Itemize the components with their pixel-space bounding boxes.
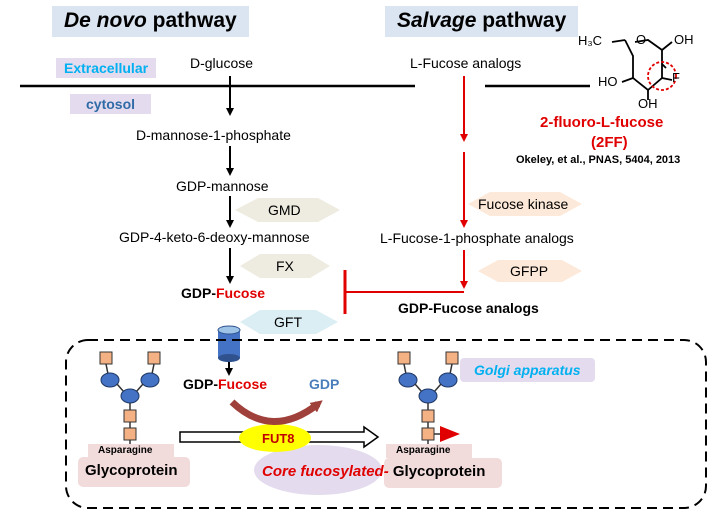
- d-glucose-label: D-glucose: [190, 55, 254, 71]
- salvage-header: Salvage pathway: [385, 6, 579, 37]
- 2ff-name: 2-fluoro-L-fucose: [540, 114, 664, 131]
- gdp-fucose-golgi-label: GDP-Fucose: [183, 376, 268, 392]
- glycoprotein-left-box: [78, 457, 190, 487]
- asparagine-right-bg: [386, 444, 472, 458]
- gmd-shape: [235, 198, 340, 222]
- cytosol-label: cytosol: [70, 94, 152, 114]
- glycoprotein-left-label: Glycoprotein: [85, 462, 178, 479]
- 2ff-abbr: (2FF): [591, 134, 628, 151]
- 2ff-structure: [611, 39, 673, 100]
- gdp-keto-label: GDP-4-keto-6-deoxy-mannose: [119, 229, 310, 245]
- gdp-label: GDP: [309, 376, 340, 392]
- citation: Okeley, et al., PNAS, 5404, 2013: [516, 154, 681, 166]
- core-fucosylated-glycoprotein-label: Core fucosylated- Glycoprotein: [262, 463, 486, 480]
- glycan-right: [397, 351, 460, 445]
- glycoprotein-right-box: [384, 458, 502, 488]
- fx-label: FX: [276, 258, 294, 274]
- gfpp-label: GFPP: [510, 263, 549, 279]
- 2ff-o: O: [636, 32, 647, 47]
- transfer-arc: [229, 399, 323, 425]
- golgi-label: Golgi apparatus: [460, 358, 595, 382]
- 2ff-h3c: H₃C: [578, 33, 603, 48]
- gfpp-shape: [478, 260, 582, 282]
- gmd-label: GMD: [268, 202, 301, 218]
- glycan-left: [99, 351, 161, 445]
- extracellular-label: Extracellular: [56, 58, 157, 78]
- fucose-kinase-shape: [468, 192, 582, 216]
- gdp-fucose-denovo-label: GDP-Fucose: [181, 285, 266, 301]
- fx-shape: [240, 254, 330, 278]
- denovo-header: De novo pathway: [52, 6, 249, 37]
- asparagine-right-label: Asparagine: [396, 445, 451, 456]
- fucose-kinase-label: Fucose kinase: [478, 196, 569, 212]
- fluorine-highlight: [647, 61, 677, 91]
- fucose-triangle: [440, 426, 460, 442]
- asparagine-left-label: Asparagine: [98, 445, 153, 456]
- 2ff-oh1: OH: [674, 32, 694, 47]
- gdp-mannose-label: GDP-mannose: [176, 178, 269, 194]
- core-fucosylated-bg: [254, 445, 382, 495]
- transporter-cylinder: [217, 325, 241, 362]
- 2ff-oh2: OH: [638, 96, 658, 111]
- d-mannose-1-phosphate-label: D-mannose-1-phosphate: [136, 127, 291, 143]
- gdp-fucose-analogs-label: GDP-Fucose analogs: [398, 300, 539, 316]
- fut8-label: FUT8: [262, 431, 295, 446]
- fut8-shape: [239, 424, 311, 452]
- l-fucose-1-phosphate-label: L-Fucose-1-phosphate analogs: [380, 230, 574, 246]
- l-fucose-analogs-label: L-Fucose analogs: [410, 55, 522, 71]
- gft-shape: [240, 310, 338, 334]
- 2ff-ho: HO: [598, 74, 618, 89]
- 2ff-f: F: [672, 70, 680, 85]
- golgi-box: [65, 339, 707, 509]
- gft-label: GFT: [274, 314, 302, 330]
- asparagine-left-bg: [88, 444, 174, 458]
